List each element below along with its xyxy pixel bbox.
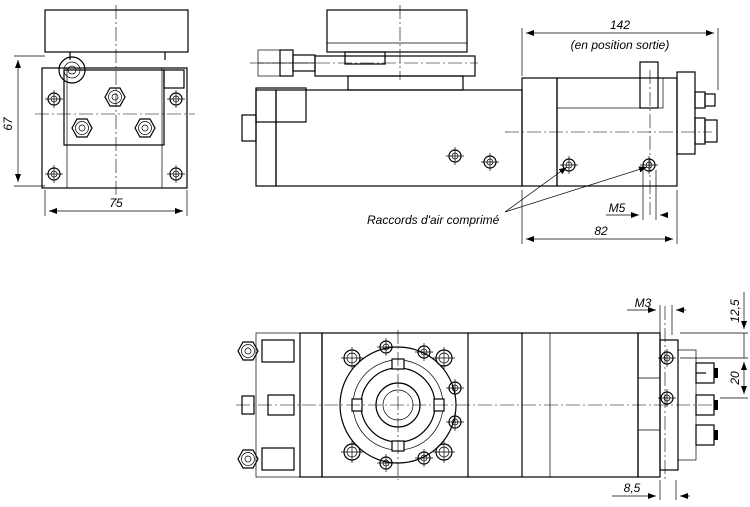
dim-spacing-20: 20: [728, 371, 742, 386]
top-view: M3 12,5 20 8,5: [236, 292, 748, 500]
dim-offset-8-5: 8,5: [624, 481, 641, 495]
dim-thread-m5: M5: [609, 201, 626, 215]
dim-width-75: 75: [109, 196, 123, 210]
dim-height-67: 67: [1, 116, 15, 131]
side-view: 142 (en position sortie) M5 82 Raccords …: [241, 5, 719, 244]
dim-length-142: 142: [610, 18, 630, 32]
dim-offset-12-5: 12,5: [728, 299, 742, 323]
dim-length-82: 82: [594, 224, 608, 238]
front-view: 67 75: [1, 5, 195, 216]
label-air-connections: Raccords d'air comprimé: [367, 213, 500, 227]
dim-note-extended: (en position sortie): [571, 38, 670, 52]
dim-thread-m3: M3: [635, 296, 652, 310]
